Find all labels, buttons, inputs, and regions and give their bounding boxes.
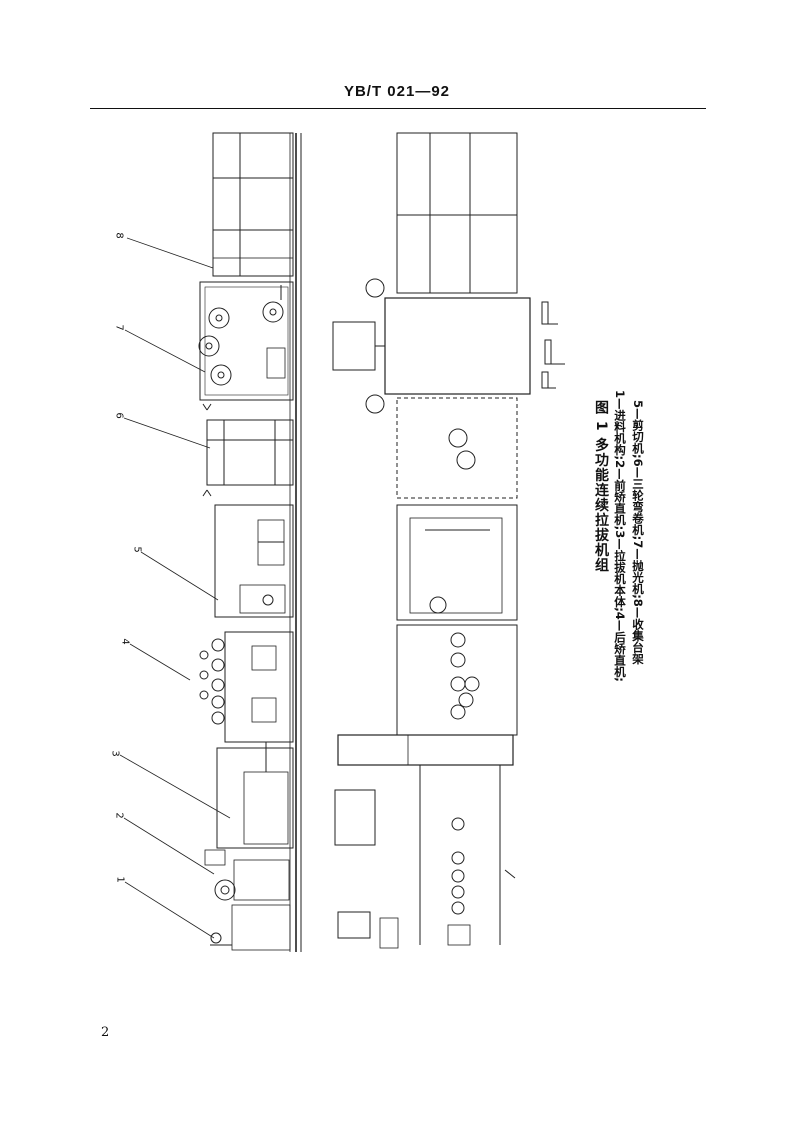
figure-legend-line-1: 1—进料机构;2—前矫直机;3—拉拔机本体;4—后矫直机;: [613, 390, 627, 682]
callout-7: 7: [113, 324, 125, 331]
callout-2: 2: [113, 812, 125, 819]
elevation-view: [119, 132, 302, 952]
figure-title: 图 1 多功能连续拉拔机组: [593, 400, 609, 573]
page-number: 2: [101, 1025, 110, 1040]
figure-legend-line-2: 5—剪切机;6—三轮弯卷机;7—抛光机;8—收集台架: [631, 400, 645, 665]
callout-8: 8: [113, 232, 125, 239]
callout-6: 6: [113, 412, 125, 419]
plan-view: [332, 132, 565, 949]
document-code: YB/T 021—92: [343, 83, 451, 100]
callout-1: 1: [114, 876, 126, 883]
callout-3: 3: [109, 750, 121, 757]
callout-4: 4: [119, 638, 131, 645]
callout-5: 5: [131, 546, 143, 553]
header-rule: [90, 108, 706, 109]
